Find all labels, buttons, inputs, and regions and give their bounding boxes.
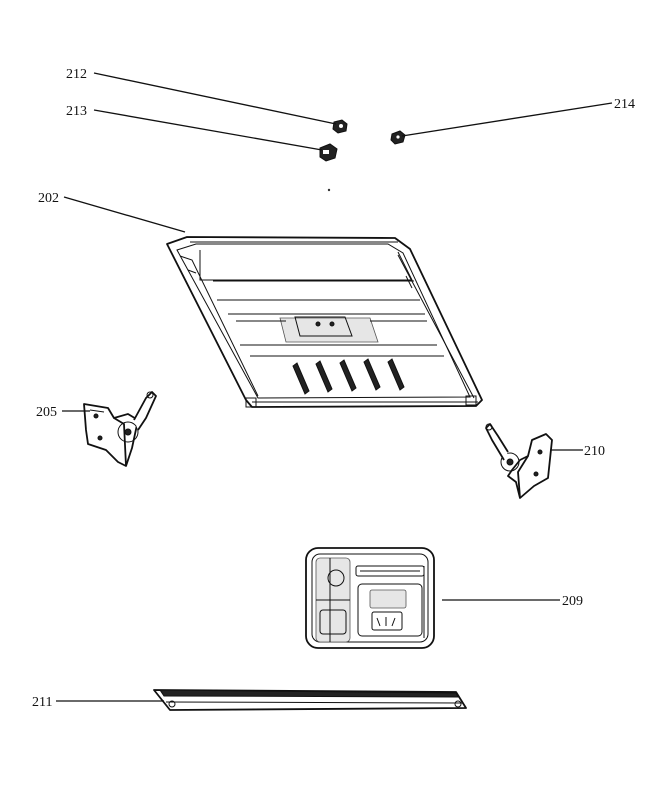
callout-210: 210 [584, 444, 605, 459]
callout-202: 202 [38, 191, 59, 206]
bottom-rail [153, 689, 467, 711]
splash-icon [371, 611, 403, 631]
callout-212: 212 [66, 67, 87, 82]
right-hinge [485, 423, 553, 499]
leader-213 [93, 109, 323, 151]
screw-dot [327, 188, 331, 192]
callout-214: 214 [614, 97, 635, 112]
left-hinge [83, 391, 157, 467]
small-clip-213 [319, 143, 338, 162]
leader-202 [63, 196, 186, 233]
small-clip-214 [390, 130, 406, 145]
callout-211: 211 [32, 695, 52, 710]
callout-213: 213 [66, 104, 87, 119]
callout-205: 205 [36, 405, 57, 420]
door-frame [166, 236, 483, 408]
dispenser [305, 547, 435, 649]
vent-slots [292, 358, 405, 395]
callout-209: 209 [562, 594, 583, 609]
leader-212 [93, 72, 337, 125]
small-clip-212 [332, 119, 348, 134]
leader-214 [401, 102, 613, 137]
